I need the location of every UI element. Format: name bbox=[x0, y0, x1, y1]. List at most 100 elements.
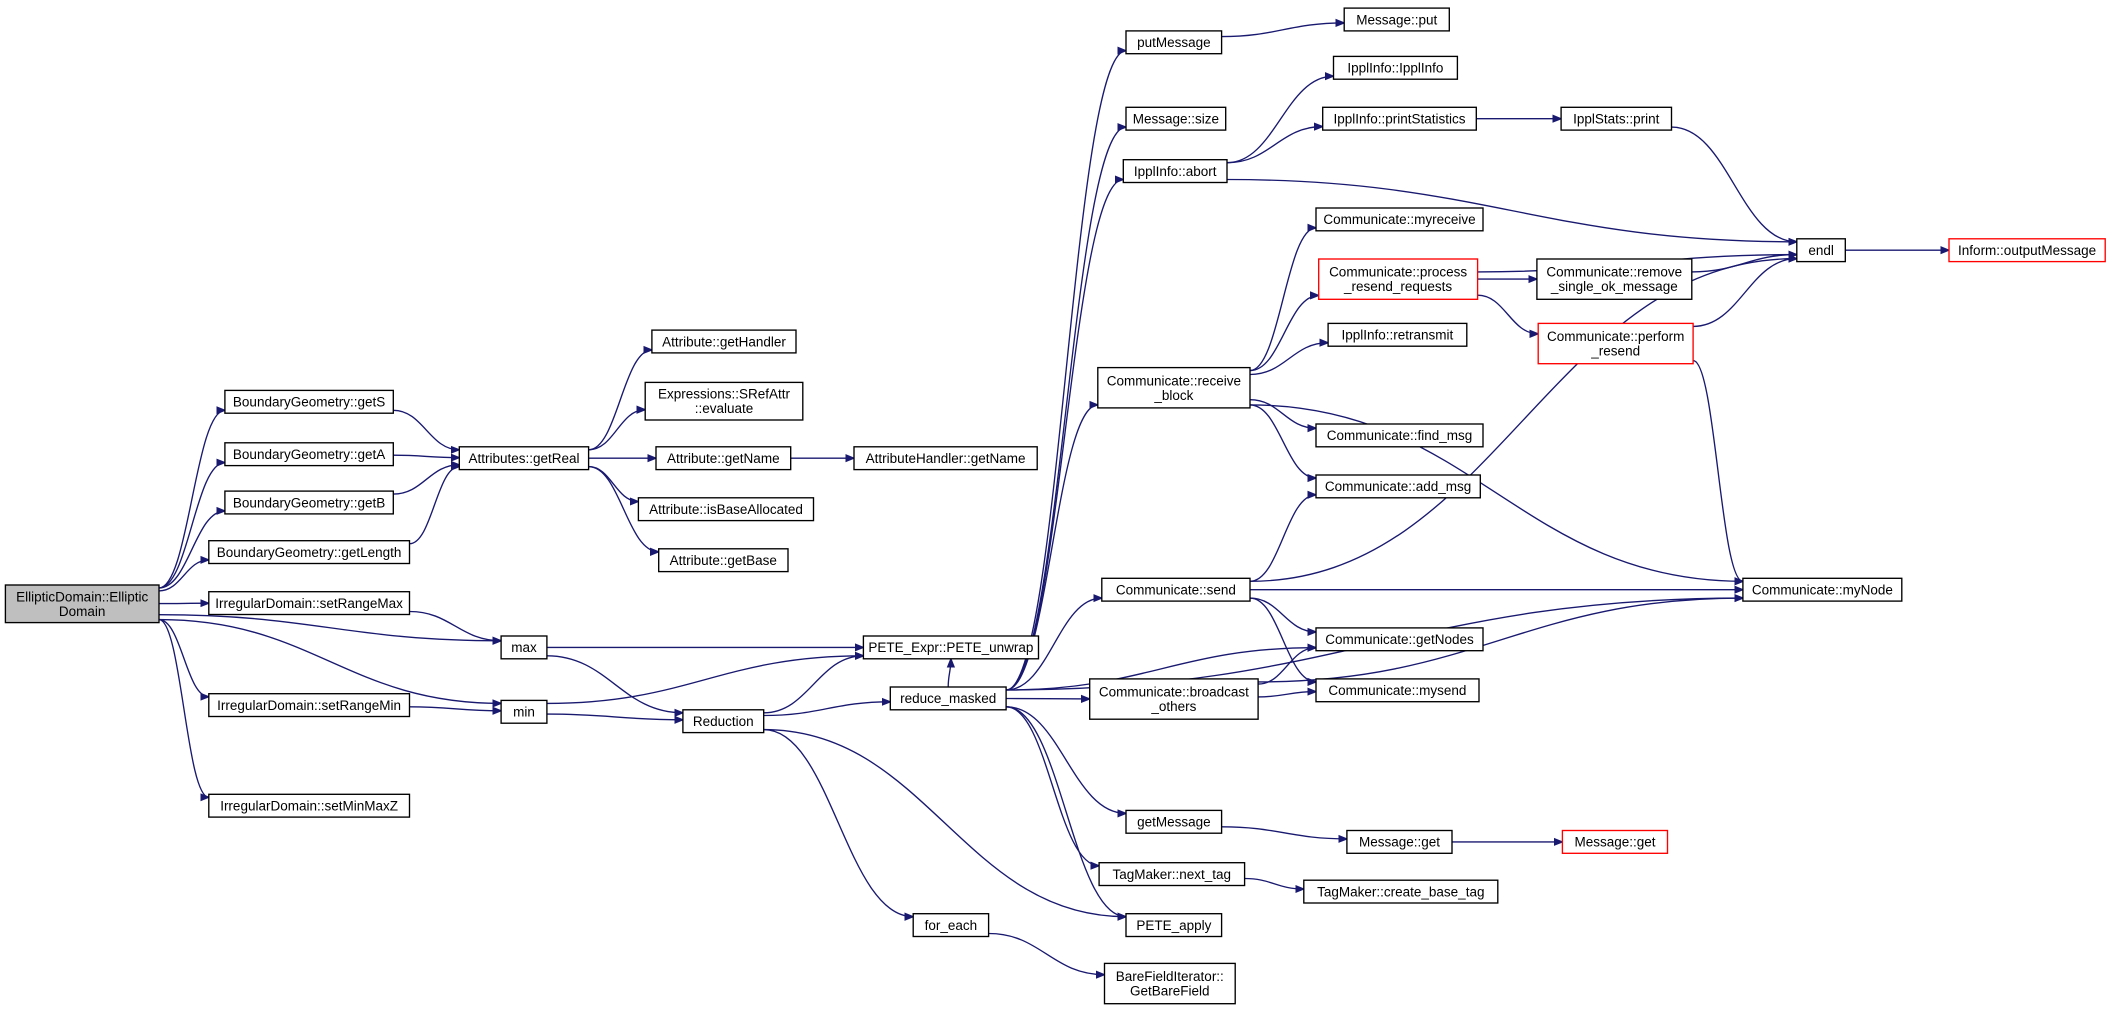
node-bare-field[interactable]: BareFieldIterator::GetBareField bbox=[1103, 962, 1236, 1005]
node-label: endl bbox=[1808, 243, 1834, 258]
node-attribute-get-handler[interactable]: Attribute::getHandler bbox=[651, 329, 797, 354]
node-box bbox=[1948, 238, 2106, 263]
edge-elliptic-domain-to-get-a bbox=[158, 463, 225, 589]
edge-path bbox=[1249, 597, 1316, 682]
edge-ippl-info-abort-to-ippl-info-ctor bbox=[1227, 76, 1333, 164]
node-label: Message::get bbox=[1574, 835, 1655, 850]
node-box bbox=[651, 329, 797, 354]
edge-comm-broadcast-others-to-comm-mysend bbox=[1257, 692, 1316, 698]
node-label: Communicate::process bbox=[1329, 265, 1467, 280]
node-box bbox=[1125, 809, 1223, 834]
node-message-get-red[interactable]: Message::get bbox=[1561, 829, 1669, 854]
edge-get-b-to-attributes-get-real bbox=[393, 465, 459, 495]
node-sref-attr-evaluate[interactable]: Expressions::SRefAttr::evaluate bbox=[644, 381, 804, 421]
edge-elliptic-domain-to-min bbox=[158, 618, 501, 704]
node-label: Domain bbox=[59, 604, 106, 619]
node-get-a[interactable]: BoundaryGeometry::getA bbox=[224, 442, 394, 467]
node-comm-get-nodes[interactable]: Communicate::getNodes bbox=[1315, 627, 1484, 652]
node-message-size[interactable]: Message::size bbox=[1125, 106, 1227, 131]
node-set-range-min[interactable]: IrregularDomain::setRangeMin bbox=[208, 693, 411, 718]
node-attribute-handler-get-name[interactable]: AttributeHandler::getName bbox=[853, 446, 1038, 471]
node-pete-apply[interactable]: PETE_apply bbox=[1125, 913, 1223, 938]
node-ippl-stats-print[interactable]: IpplStats::print bbox=[1560, 106, 1673, 131]
node-ippl-info-abort[interactable]: IpplInfo::abort bbox=[1122, 159, 1228, 184]
node-reduction[interactable]: Reduction bbox=[682, 709, 765, 734]
edge-path bbox=[158, 618, 209, 798]
edge-path bbox=[1257, 692, 1316, 698]
node-box bbox=[1303, 879, 1499, 904]
node-box bbox=[1125, 913, 1223, 938]
node-box bbox=[1346, 829, 1453, 854]
node-message-put[interactable]: Message::put bbox=[1343, 7, 1450, 32]
node-get-b[interactable]: BoundaryGeometry::getB bbox=[224, 490, 394, 515]
node-message-get[interactable]: Message::get bbox=[1346, 829, 1453, 854]
node-inform-output-message[interactable]: Inform::outputMessage bbox=[1948, 238, 2106, 263]
edge-path bbox=[1006, 706, 1126, 814]
node-elliptic-domain[interactable]: EllipticDomain::EllipticDomain bbox=[4, 584, 160, 624]
edge-comm-send-to-endl bbox=[1249, 259, 1797, 582]
node-comm-myreceive[interactable]: Communicate::myreceive bbox=[1315, 207, 1484, 232]
edge-path bbox=[1249, 495, 1316, 582]
node-tagmaker-create-base-tag[interactable]: TagMaker::create_base_tag bbox=[1303, 879, 1499, 904]
edge-get-s-to-attributes-get-real bbox=[393, 409, 459, 450]
node-comm-find-msg[interactable]: Communicate::find_msg bbox=[1315, 423, 1484, 448]
edge-path bbox=[1227, 76, 1333, 164]
node-comm-mysend[interactable]: Communicate::mysend bbox=[1315, 678, 1480, 703]
node-put-message[interactable]: putMessage bbox=[1125, 30, 1223, 55]
node-ippl-retransmit[interactable]: IpplInfo::retransmit bbox=[1327, 322, 1468, 347]
node-label: Attributes::getReal bbox=[468, 451, 579, 466]
edge-path bbox=[409, 610, 502, 641]
node-reduce-masked[interactable]: reduce_masked bbox=[889, 686, 1007, 711]
node-tagmaker-next-tag[interactable]: TagMaker::next_tag bbox=[1098, 862, 1246, 887]
node-min[interactable]: min bbox=[500, 699, 548, 724]
node-box bbox=[1315, 474, 1481, 499]
node-for-each[interactable]: for_each bbox=[912, 913, 990, 938]
node-comm-add-msg[interactable]: Communicate::add_msg bbox=[1315, 474, 1481, 499]
edge-path bbox=[1249, 404, 1743, 581]
node-get-s[interactable]: BoundaryGeometry::getS bbox=[224, 389, 394, 414]
edge-comm-receive-block-to-comm-process-resend bbox=[1249, 295, 1319, 372]
node-label: Communicate::perform bbox=[1547, 329, 1684, 344]
node-label: Communicate::remove bbox=[1546, 265, 1682, 280]
node-attribute-get-name[interactable]: Attribute::getName bbox=[655, 446, 792, 471]
node-comm-process-resend[interactable]: Communicate::process_resend_requests bbox=[1318, 258, 1479, 300]
node-comm-receive-block[interactable]: Communicate::receive_block bbox=[1097, 366, 1251, 409]
node-box bbox=[1098, 862, 1246, 887]
edge-elliptic-domain-to-set-min-max-z bbox=[158, 618, 209, 798]
node-box bbox=[1315, 678, 1480, 703]
node-comm-remove-single[interactable]: Communicate::remove_single_ok_message bbox=[1536, 258, 1693, 300]
node-get-message[interactable]: getMessage bbox=[1125, 809, 1223, 834]
node-set-min-max-z[interactable]: IrregularDomain::setMinMaxZ bbox=[208, 793, 411, 818]
node-endl[interactable]: endl bbox=[1796, 238, 1846, 263]
edge-get-message-to-message-get bbox=[1221, 826, 1347, 839]
node-ippl-print-statistics[interactable]: IpplInfo::printStatistics bbox=[1322, 106, 1477, 131]
edge-max-to-reduction bbox=[546, 655, 683, 713]
node-ippl-info-ctor[interactable]: IpplInfo::IpplInfo bbox=[1332, 55, 1459, 80]
node-pete-unwrap[interactable]: PETE_Expr::PETE_unwrap bbox=[862, 635, 1040, 660]
node-comm-send[interactable]: Communicate::send bbox=[1101, 577, 1251, 602]
edge-path bbox=[763, 728, 914, 917]
edge-reduce-masked-to-comm-receive-block bbox=[1006, 405, 1098, 691]
edge-path bbox=[393, 409, 459, 450]
node-label: Message::size bbox=[1133, 112, 1219, 127]
edge-reduce-masked-to-pete-unwrap bbox=[948, 659, 951, 688]
node-comm-perform-resend[interactable]: Communicate::perform_resend bbox=[1537, 322, 1694, 365]
node-box bbox=[458, 446, 590, 471]
node-comm-my-node[interactable]: Communicate::myNode bbox=[1742, 577, 1903, 602]
node-comm-broadcast-others[interactable]: Communicate::broadcast_others bbox=[1089, 678, 1259, 720]
node-get-length[interactable]: BoundaryGeometry::getLength bbox=[208, 540, 411, 565]
node-label: Attribute::getName bbox=[667, 451, 780, 466]
node-label: Expressions::SRefAttr bbox=[658, 387, 791, 402]
node-attributes-get-real[interactable]: Attributes::getReal bbox=[458, 446, 590, 471]
node-attribute-is-base-allocated[interactable]: Attribute::isBaseAllocated bbox=[637, 497, 815, 522]
edge-path bbox=[1221, 23, 1345, 38]
node-max[interactable]: max bbox=[500, 635, 548, 660]
edge-attributes-get-real-to-attribute-get-base bbox=[588, 465, 659, 552]
edge-path bbox=[763, 728, 1126, 917]
edge-path bbox=[948, 659, 951, 688]
node-set-range-max[interactable]: IrregularDomain::setRangeMax bbox=[208, 591, 411, 616]
edge-elliptic-domain-to-set-range-min bbox=[158, 618, 209, 697]
node-attribute-get-base[interactable]: Attribute::getBase bbox=[658, 548, 789, 573]
node-label: putMessage bbox=[1137, 35, 1211, 50]
node-label: IpplStats::print bbox=[1573, 112, 1660, 127]
